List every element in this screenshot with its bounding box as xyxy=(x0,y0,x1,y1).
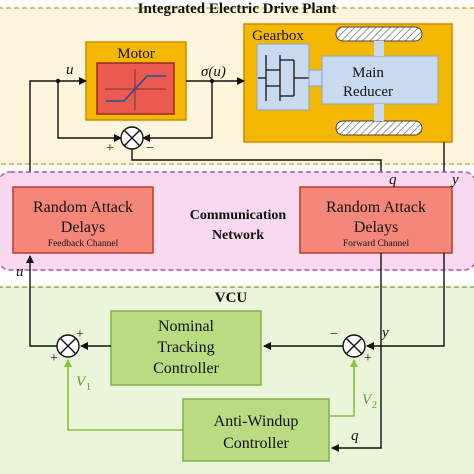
main-reducer-label-line1: Main xyxy=(352,65,384,81)
nominal-controller-line1: Nominal xyxy=(158,318,215,335)
signal-q-vcu: q xyxy=(351,428,359,444)
wheel-bottom-icon xyxy=(335,120,423,136)
wire-u-into-motor xyxy=(29,77,87,200)
wire-v1 xyxy=(64,359,183,431)
svg-text:V: V xyxy=(76,374,87,390)
plant-title: Integrated Electric Drive Plant xyxy=(138,1,337,17)
signal-q-comm: q xyxy=(389,172,397,188)
wire-y-to-right-sum xyxy=(366,253,445,350)
sign-left-plus-bottom: + xyxy=(50,351,58,366)
sign-right-minus: − xyxy=(330,327,338,342)
svg-text:2: 2 xyxy=(372,400,377,411)
signal-y-comm: y xyxy=(450,172,459,188)
svg-text:V: V xyxy=(362,392,373,408)
feedback-delay-line2: Delays xyxy=(61,219,105,236)
svg-text:1: 1 xyxy=(86,382,91,393)
sign-top-minus: − xyxy=(146,141,154,156)
forward-channel-caption: Forward Channel xyxy=(343,239,410,249)
dot-u-branch xyxy=(55,78,61,84)
forward-delay-block xyxy=(299,186,453,254)
motor-label: Motor xyxy=(117,46,155,62)
top-summing-junction xyxy=(120,126,144,150)
feedback-channel-caption: Feedback Channel xyxy=(48,239,119,249)
shaft-connector xyxy=(308,69,324,87)
saturation-icon xyxy=(105,69,166,110)
signal-sigma-u: σ(u) xyxy=(201,64,226,80)
sign-left-plus-top: + xyxy=(76,327,84,342)
signal-v1: V 1 xyxy=(76,374,91,393)
feedback-delay-block xyxy=(12,186,154,254)
dot-sigma-branch xyxy=(209,78,215,84)
antiwindup-controller-line1: Anti-Windup xyxy=(214,413,299,430)
wire-left-sum-to-u xyxy=(26,255,57,347)
wire-v2 xyxy=(329,359,358,417)
left-summing-junction xyxy=(56,334,80,358)
nominal-controller-line3: Controller xyxy=(153,360,219,377)
feedback-delay-line1: Random Attack xyxy=(33,199,133,216)
vcu-title: VCU xyxy=(215,290,248,306)
signal-u-left: u xyxy=(16,264,24,280)
wire-u-to-top-sum xyxy=(57,81,122,142)
main-reducer-block xyxy=(321,55,439,105)
signal-v2: V 2 xyxy=(362,392,377,411)
right-summing-junction xyxy=(342,334,366,358)
sign-top-plus: + xyxy=(106,141,114,156)
gearbox-inner xyxy=(256,43,310,111)
wire-q-to-antiwindup xyxy=(331,253,382,452)
nominal-controller-block xyxy=(110,310,262,386)
main-reducer-label-line2: Reducer xyxy=(343,84,393,100)
antiwindup-controller-block xyxy=(182,398,330,462)
wheel-top-icon xyxy=(335,26,423,42)
gearbox-label: Gearbox xyxy=(252,28,304,44)
signal-y-vcu: y xyxy=(380,325,389,341)
antiwindup-controller-line2: Controller xyxy=(223,435,289,452)
nominal-controller-line2: Tracking xyxy=(157,339,214,356)
gear-schematic-icon xyxy=(258,55,309,101)
signal-u-top: u xyxy=(66,62,74,78)
network-label-line1: Communication xyxy=(190,208,287,223)
sign-right-plus: + xyxy=(364,351,372,366)
forward-delay-line1: Random Attack xyxy=(326,199,426,216)
forward-delay-line2: Delays xyxy=(354,219,398,236)
wire-sigma-to-top-sum xyxy=(142,81,213,142)
network-label-line2: Network xyxy=(212,228,264,243)
